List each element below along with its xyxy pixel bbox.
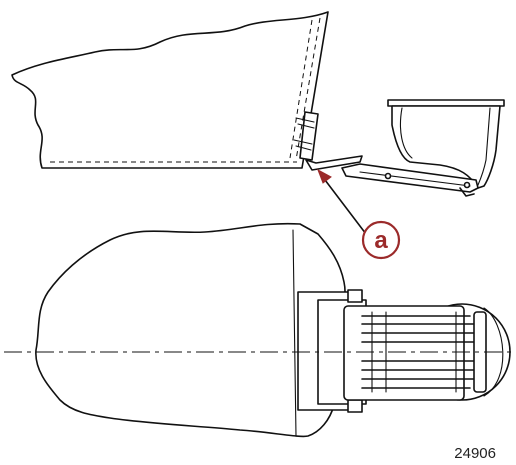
unit-body-inner	[399, 107, 491, 186]
unit-mount-line	[359, 171, 471, 187]
callout-a: a	[317, 168, 401, 260]
transom-edge-plan	[292, 229, 297, 437]
callout-label: a	[374, 227, 388, 254]
motor-fins	[361, 315, 479, 389]
motor-round-inner	[483, 307, 504, 397]
hull-side-view	[11, 11, 329, 169]
motor-body	[343, 305, 465, 401]
hull-side-outline	[11, 11, 329, 169]
unit-top-plate	[387, 99, 505, 107]
hull-plan-view	[35, 222, 346, 438]
screw-lower	[293, 139, 313, 151]
unit-plan-view	[297, 289, 511, 413]
transom-bracket	[293, 111, 363, 171]
mount-tab	[459, 187, 475, 197]
figure-reference-number: 24906	[454, 445, 496, 462]
mount-tab-top	[347, 289, 363, 303]
callout-arrowhead	[317, 168, 332, 184]
mount-tab-bottom	[347, 399, 363, 413]
unit-body-side	[391, 105, 501, 189]
unit-side-view	[341, 99, 505, 197]
hull-inner-transom	[295, 17, 321, 161]
screw-upper	[295, 117, 315, 129]
mount-bolt-2	[463, 181, 471, 189]
bracket-arm	[305, 155, 363, 171]
mount-bolt-1	[384, 172, 392, 180]
callout-arrow-line	[321, 175, 367, 235]
callout-circle	[361, 220, 401, 260]
